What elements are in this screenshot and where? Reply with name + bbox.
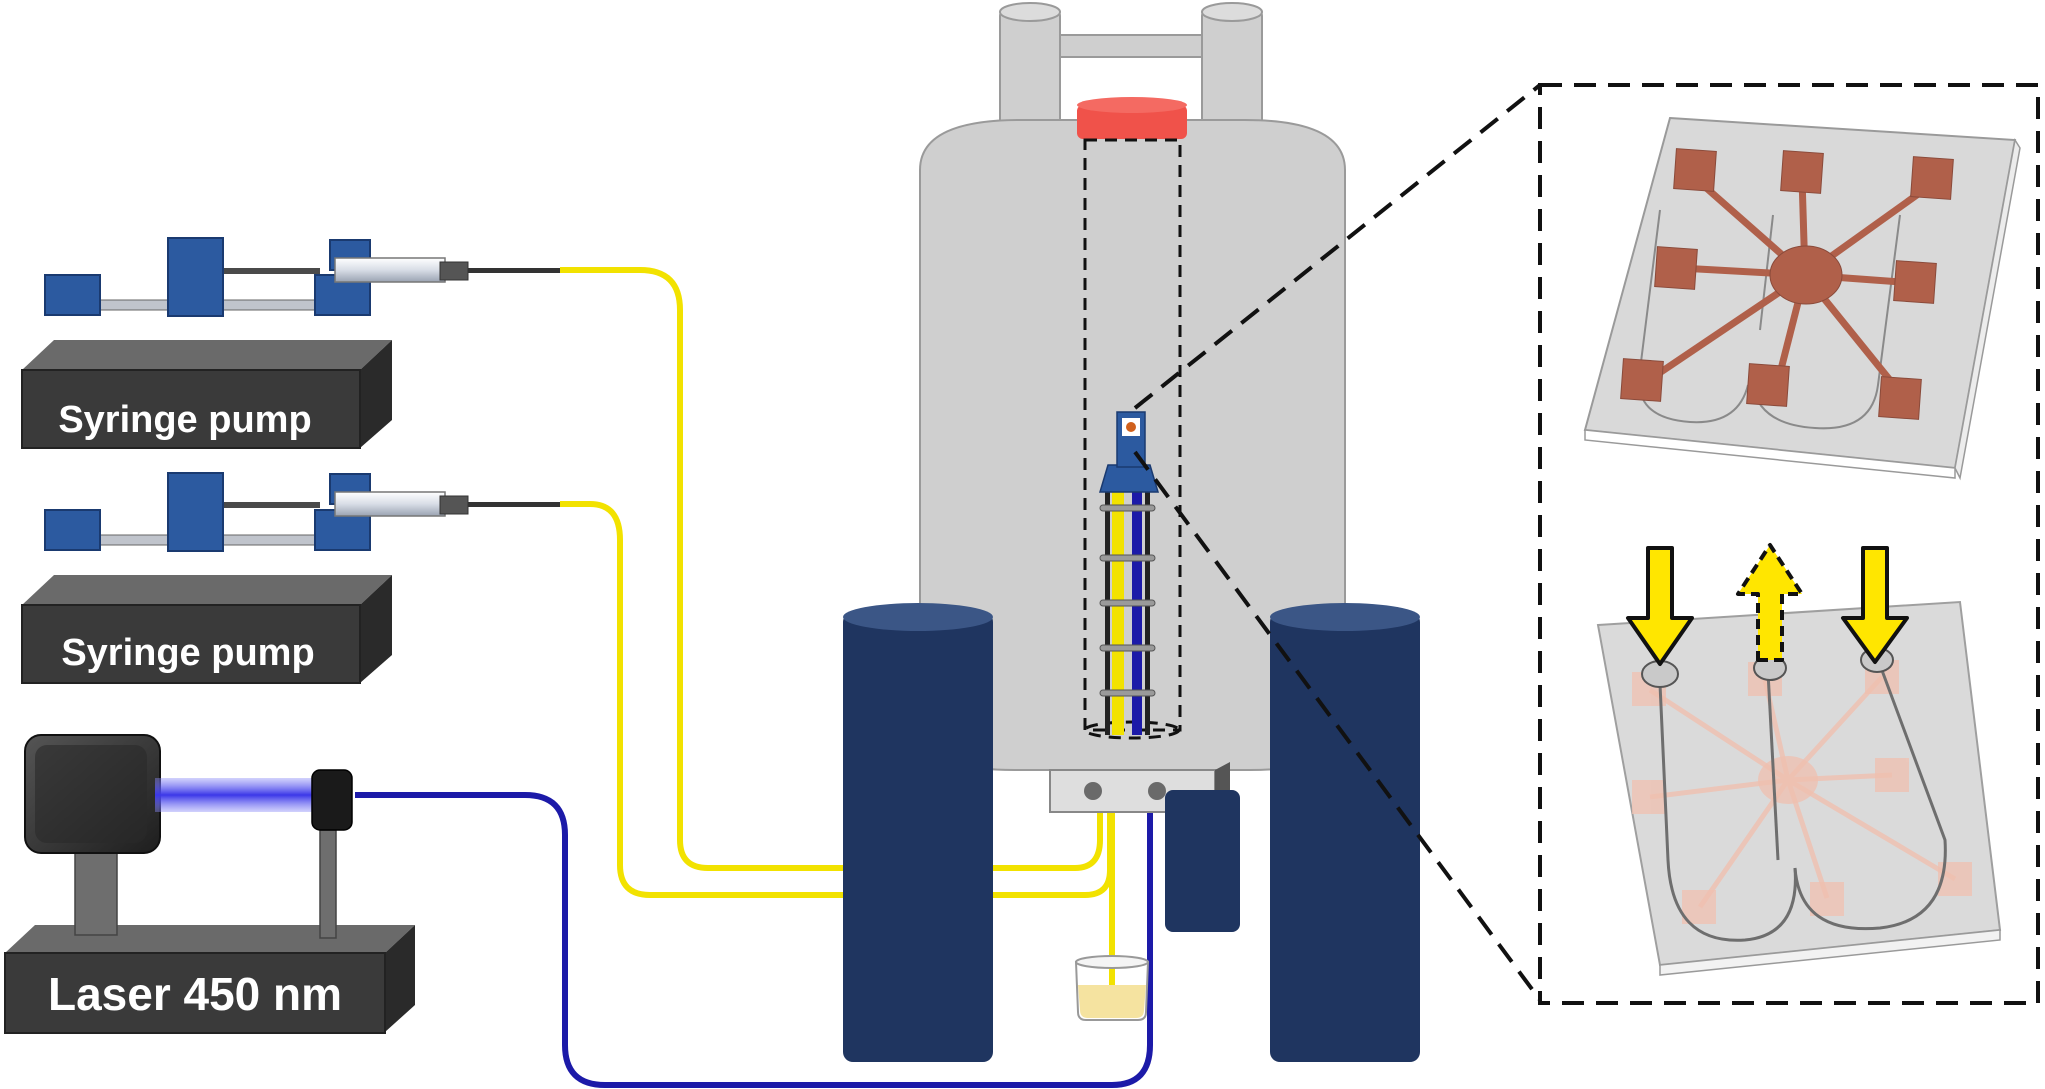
- electrode-center-pad: [1769, 245, 1843, 305]
- laser-post: [74, 849, 118, 936]
- magnet-turret-right-top: [1201, 2, 1263, 22]
- zoom-line-top: [1133, 83, 1542, 410]
- electrode-pad-2: [1780, 150, 1824, 194]
- pump-bottom-label: Syringe pump: [61, 632, 314, 674]
- probe-dark-rod-right: [1145, 490, 1150, 735]
- front-leg-left-top: [843, 603, 993, 631]
- probe-ring-3: [1099, 599, 1156, 607]
- laser-head-inner: [35, 745, 147, 843]
- fiber-coupler: [311, 769, 353, 831]
- syringe-pump-top: Syringe pump: [21, 237, 560, 449]
- pump-top-label: Syringe pump: [58, 399, 311, 441]
- laser-base-front: [4, 952, 386, 1034]
- probe-ring-2: [1099, 554, 1156, 562]
- chip-top-edge-bottom: [1584, 429, 1956, 479]
- dewar-legs: [843, 603, 1420, 1062]
- chip-electrode-view: [1583, 116, 2021, 481]
- electrode-pad-7: [1746, 363, 1790, 407]
- base-port-left: [1084, 782, 1102, 800]
- pump-top-face: [22, 340, 392, 370]
- magnet-bore-cap: [1077, 105, 1187, 139]
- probe-yellow-rod: [1112, 490, 1124, 735]
- zoom-line-bottom: [1133, 450, 1542, 1002]
- optical-fiber: [355, 792, 1153, 1088]
- pump-bottom-rod: [200, 502, 320, 508]
- chip-bottom-edge: [1659, 929, 2001, 976]
- magnet-bore-cap-top: [1077, 97, 1187, 113]
- pump-bottom-front: [21, 604, 361, 684]
- electrode-pad-3: [1910, 156, 1954, 200]
- pump-bottom-block-left: [44, 509, 101, 551]
- arrow-down-icon: [1841, 546, 1909, 664]
- beaker-body: [1074, 961, 1150, 1021]
- coupler-post: [319, 829, 337, 939]
- magnet-crossbar: [1059, 34, 1203, 58]
- pump-top-syringe: [334, 257, 446, 283]
- pump-top-block-mid: [167, 237, 224, 317]
- pump-top-side: [360, 340, 392, 448]
- pump-top-front: [21, 369, 361, 449]
- front-leg-right: [1270, 612, 1420, 1062]
- probe-ring-1: [1099, 504, 1156, 512]
- pump-bottom-needle: [468, 502, 560, 507]
- front-leg-right-top: [1270, 603, 1420, 631]
- laser-base-top: [5, 925, 415, 953]
- laser-unit: Laser 450 nm: [4, 734, 415, 1034]
- arrow-down-icon: [1626, 546, 1694, 666]
- pump-bottom-syringe: [334, 491, 446, 517]
- probe-ring-4: [1099, 644, 1156, 652]
- pump-bottom-syringe-tip: [439, 495, 469, 515]
- laser-base-side: [385, 925, 415, 1032]
- probe-dark-rod-left: [1105, 490, 1110, 735]
- arrow-up-dashed-icon: [1736, 543, 1804, 662]
- chip-top-electrodes: [1620, 148, 1954, 420]
- pump-bottom-side: [360, 575, 392, 683]
- beaker-rim: [1075, 955, 1149, 969]
- pump-bottom-block-mid: [167, 472, 224, 552]
- rear-leg: [1165, 790, 1240, 932]
- electrode-pad-8: [1878, 376, 1922, 420]
- probe-chip-dot: [1126, 422, 1136, 432]
- electrode-pad-6: [1620, 358, 1664, 402]
- chip-channel-view: [1596, 543, 2002, 976]
- base-port-right: [1148, 782, 1166, 800]
- probe-head-base: [1098, 464, 1160, 493]
- magnet-bore-outline: [1083, 138, 1182, 732]
- beaker-liquid: [1078, 985, 1146, 1018]
- tubing-group: [355, 267, 1153, 1088]
- chip-bottom-channels: [1658, 664, 1947, 942]
- chip-top-edge-right: [1954, 137, 2021, 481]
- laser-beam: [155, 778, 315, 812]
- laser-label: Laser 450 nm: [48, 968, 342, 1020]
- nmr-probe: [1098, 411, 1160, 735]
- electrode-pad-5: [1893, 260, 1937, 304]
- inlet-tube-bottom: [560, 501, 1113, 898]
- pump-top-needle: [468, 268, 560, 273]
- front-leg-left: [843, 612, 993, 1062]
- pump-bottom-face: [22, 575, 392, 605]
- pump-top-block-left: [44, 274, 101, 316]
- syringe-pump-bottom: Syringe pump: [21, 472, 560, 684]
- probe-ring-5: [1099, 689, 1156, 697]
- pump-top-rod: [200, 268, 320, 274]
- pump-top-syringe-tip: [439, 261, 469, 281]
- magnet-turret-left-top: [999, 2, 1061, 22]
- electrode-pad-4: [1654, 246, 1698, 290]
- probe-blue-rod: [1132, 490, 1142, 735]
- inlet-tube-top: [560, 267, 1103, 871]
- collection-beaker: [1074, 955, 1150, 1021]
- electrode-pad-1: [1673, 148, 1717, 192]
